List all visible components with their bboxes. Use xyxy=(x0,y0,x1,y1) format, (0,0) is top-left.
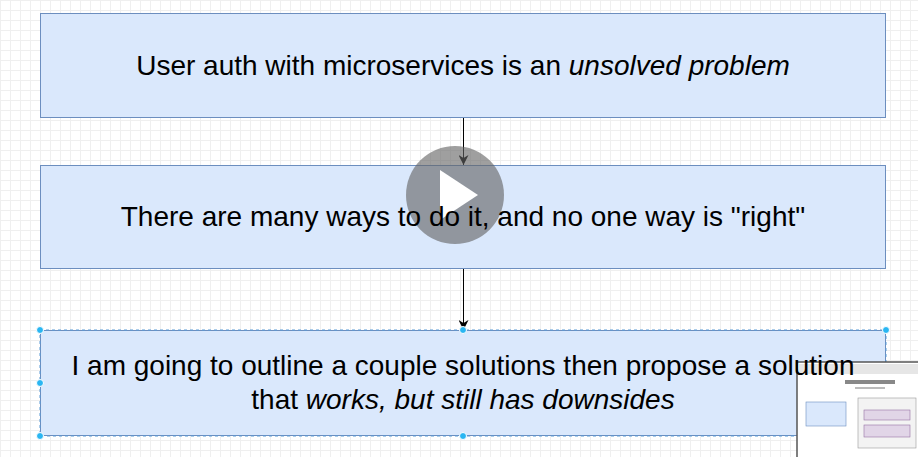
selection-handle xyxy=(37,327,44,334)
thumbnail-preview xyxy=(797,362,918,457)
emphasis-run: unsolved problem xyxy=(569,50,790,81)
text-run: User auth with microservices is an xyxy=(136,50,569,81)
emphasis-run: works, but still has downsides xyxy=(306,384,675,415)
process-box: I am going to outline a couple solutions… xyxy=(40,330,886,436)
selection-handle xyxy=(883,327,890,334)
selection-handle xyxy=(37,380,44,387)
arrow-connector xyxy=(463,269,464,330)
text-run: There are many ways to do it, and no one… xyxy=(121,201,805,232)
play-button xyxy=(406,146,504,244)
selection-outline xyxy=(40,330,886,436)
selection-handle xyxy=(460,327,467,334)
box-text: User auth with microservices is an unsol… xyxy=(136,49,790,83)
box-text: There are many ways to do it, and no one… xyxy=(121,200,805,234)
selection-handle xyxy=(460,433,467,440)
process-box: User auth with microservices is an unsol… xyxy=(40,13,886,118)
selection-handle xyxy=(37,433,44,440)
box-text: I am going to outline a couple solutions… xyxy=(61,349,865,416)
